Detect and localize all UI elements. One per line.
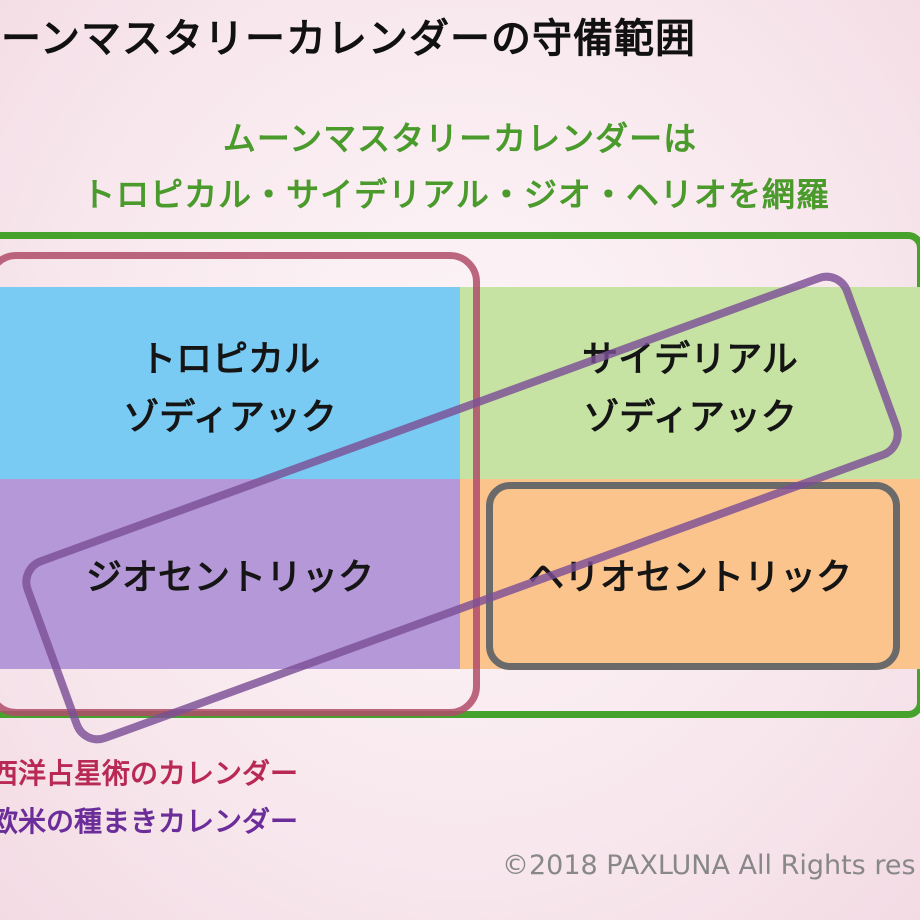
heliocentric-outline [486, 482, 900, 670]
page-title: ムーンマスタリーカレンダーの守備範囲 [0, 15, 696, 62]
legend-farming-calendar: 欧米の種まきカレンダー [0, 805, 299, 838]
subtitle-line-2: トロピカル・サイデリアル・ジオ・ヘリオを網羅 [82, 175, 830, 214]
geocentric-label: ジオセントリック [85, 556, 374, 598]
western-astrology-calendar-outline [0, 252, 480, 716]
sidereal-label-line-1: サイデリアル [582, 338, 798, 380]
copyright-text: ©2018 PAXLUNA All Rights res [502, 850, 916, 881]
legend-western-astrology: 西洋占星術のカレンダー [0, 757, 299, 790]
sidereal-label-line-2: ゾディアック [583, 396, 797, 438]
subtitle-line-1: ムーンマスタリーカレンダーは [222, 119, 698, 158]
tropical-zodiac-label: トロピカル ゾディアック [60, 330, 400, 446]
geocentric-quadrant [0, 479, 460, 669]
heliocentric-quadrant [460, 479, 920, 669]
tropical-zodiac-quadrant [0, 287, 460, 479]
sidereal-zodiac-quadrant [460, 287, 920, 479]
heliocentric-label: ヘリオセントリック [527, 556, 852, 598]
tropical-label-line-2: ゾディアック [123, 396, 337, 438]
tropical-label-line-1: トロピカル [139, 338, 320, 380]
sidereal-zodiac-label: サイデリアル ゾディアック [520, 330, 860, 446]
